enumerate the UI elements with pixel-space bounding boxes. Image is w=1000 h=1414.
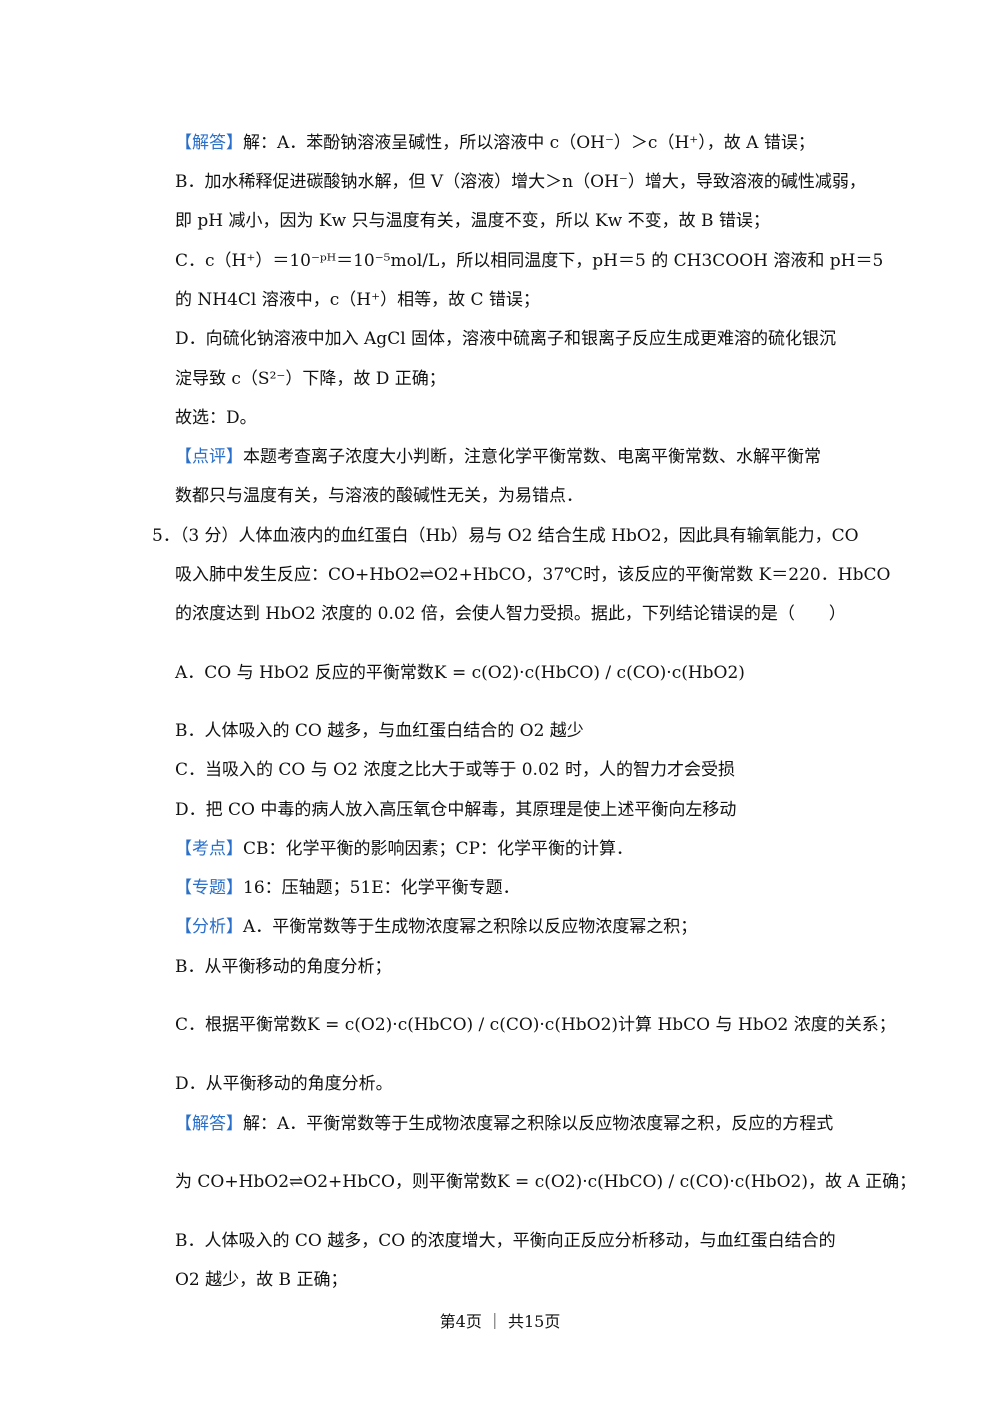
jieda-line-2: 为 CO+HbO2⇌O2+HbCO，则平衡常数K = c(O2)·c(HbCO)…	[175, 1172, 917, 1192]
line-8: 故选：D。	[175, 408, 257, 428]
question-5-line-1: 5．（3 分）人体血液内的血红蛋白（Hb）易与 O2 结合生成 HbO2，因此具…	[152, 526, 859, 546]
line-7: 淀导致 c（S²⁻）下降，故 D 正确；	[175, 369, 446, 389]
option-a: A．CO 与 HbO2 反应的平衡常数K = c(O2)·c(HbCO) / c…	[175, 663, 745, 683]
comment-line-1: 【点评】本题考查离子浓度大小判断，注意化学平衡常数、电离平衡常数、水解平衡常	[175, 447, 821, 467]
fenxi-b: B．从平衡移动的角度分析；	[175, 957, 392, 977]
option-d: D．把 CO 中毒的病人放入高压氧仓中解毒，其原理是使上述平衡向左移动	[175, 800, 737, 820]
line-3: 即 pH 减小，因为 Kw 只与温度有关，温度不变，所以 Kw 不变，故 B 错…	[175, 211, 770, 231]
option-b: B．人体吸入的 CO 越多，与血红蛋白结合的 O2 越少	[175, 721, 584, 741]
section-tag: 【解答】	[175, 1114, 243, 1134]
jieda-line-1: 【解答】解：A．平衡常数等于生成物浓度幂之积除以反应物浓度幂之积，反应的方程式	[175, 1114, 834, 1134]
line-1: 【解答】解：A．苯酚钠溶液呈碱性，所以溶液中 c（OH⁻）＞c（H⁺），故 A …	[175, 133, 815, 153]
section-tag: 【分析】	[175, 917, 243, 937]
section-tag: 【解答】	[175, 133, 243, 153]
line-4: C．c（H⁺）＝10⁻ᵖᴴ＝10⁻⁵mol/L，所以相同温度下，pH＝5 的 C…	[175, 251, 884, 271]
page-footer: 第4页 ｜ 共15页	[439, 1312, 561, 1331]
section-tag: 【点评】	[175, 447, 243, 467]
fenxi-d: D．从平衡移动的角度分析。	[175, 1074, 393, 1094]
section-tag: 【考点】	[175, 839, 243, 859]
fenxi-a: 【分析】A．平衡常数等于生成物浓度幂之积除以反应物浓度幂之积；	[175, 917, 698, 937]
line-5: 的 NH4Cl 溶液中，c（H⁺）相等，故 C 错误；	[175, 290, 540, 310]
line-6: D．向硫化钠溶液中加入 AgCl 固体，溶液中硫离子和银离子反应生成更难溶的硫化…	[175, 329, 837, 349]
jieda-line-3: B．人体吸入的 CO 越多，CO 的浓度增大，平衡向正反应分析移动，与血红蛋白结…	[175, 1231, 836, 1251]
question-5-line-2: 吸入肺中发生反应：CO+HbO2⇌O2+HbCO，37℃时，该反应的平衡常数 K…	[175, 565, 891, 585]
option-c: C．当吸入的 CO 与 O2 浓度之比大于或等于 0.02 时，人的智力才会受损	[175, 760, 735, 780]
comment-line-2: 数都只与温度有关，与溶液的酸碱性无关，为易错点．	[175, 486, 583, 506]
zhuanti: 【专题】16：压轴题；51E：化学平衡专题．	[175, 878, 520, 898]
question-5-line-3: 的浓度达到 HbO2 浓度的 0.02 倍，会使人智力受损。据此，下列结论错误的…	[175, 604, 846, 624]
section-tag: 【专题】	[175, 878, 243, 898]
kaodian: 【考点】CB：化学平衡的影响因素；CP：化学平衡的计算．	[175, 839, 633, 859]
line-2: B．加水稀释促进碳酸钠水解，但 V（溶液）增大＞n（OH⁻）增大，导致溶液的碱性…	[175, 172, 866, 192]
jieda-line-4: O2 越少，故 B 正确；	[175, 1270, 348, 1290]
fenxi-c: C．根据平衡常数K = c(O2)·c(HbCO) / c(CO)·c(HbO2…	[175, 1015, 896, 1035]
